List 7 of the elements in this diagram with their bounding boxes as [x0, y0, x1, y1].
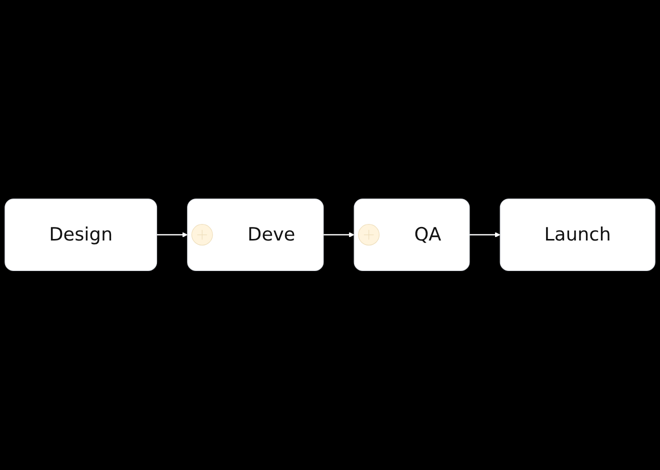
step-label: Deve — [248, 223, 296, 248]
step-label: Launch — [544, 223, 611, 248]
step-label: Design — [49, 223, 113, 248]
arrow — [156, 232, 188, 238]
step-label: QA — [414, 223, 442, 248]
arrow — [323, 232, 354, 238]
arrow — [469, 232, 500, 238]
